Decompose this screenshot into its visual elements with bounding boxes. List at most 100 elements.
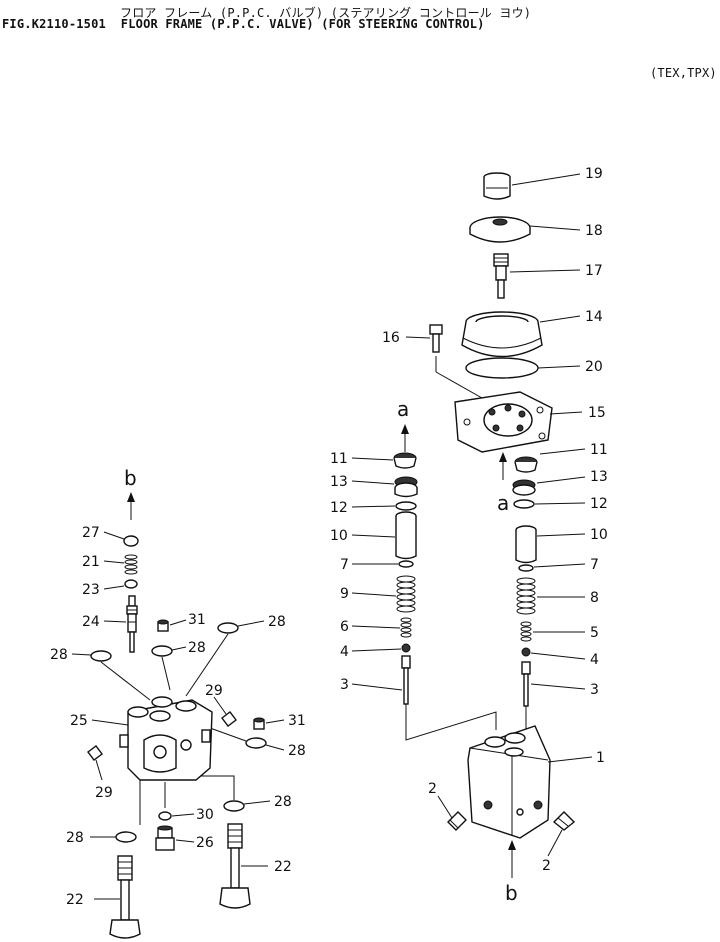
figure-title: FIG.K2110-1501 FLOOR FRAME (P.P.C. VALVE… — [2, 17, 485, 31]
callout-7-left: 7 — [340, 557, 349, 573]
callout-7-right: 7 — [590, 557, 599, 573]
callout-29-right: 29 — [205, 683, 223, 699]
part-28-o-ring-c — [90, 650, 112, 662]
part-21-spring — [124, 554, 138, 575]
callout-28-f: 28 — [66, 830, 84, 846]
callout-5: 5 — [590, 625, 599, 641]
part-27-o-ring — [123, 535, 139, 547]
part-26-plug — [155, 825, 175, 851]
callout-19: 19 — [585, 166, 603, 182]
part-7-left — [398, 560, 414, 568]
arrow-b-bottom: b — [505, 881, 518, 905]
part-18-plate — [469, 216, 531, 243]
callout-13-left: 13 — [330, 474, 348, 490]
callout-4-right: 4 — [590, 652, 599, 668]
part-14-boot — [461, 311, 543, 358]
callout-10-left: 10 — [330, 528, 348, 544]
callout-28-c: 28 — [50, 647, 68, 663]
callout-13-right: 13 — [590, 469, 608, 485]
callout-6: 6 — [340, 619, 349, 635]
part-28-o-ring-d — [245, 737, 267, 749]
part-2-plug-left — [447, 811, 467, 831]
japanese-title: フロア フレーム (P.P.C. バルブ) (ステアリング コントロール ヨウ) — [120, 6, 532, 20]
part-7-right — [518, 564, 534, 572]
part-12-right — [513, 499, 535, 509]
part-20-o-ring — [465, 357, 539, 379]
callout-20: 20 — [585, 359, 603, 375]
callout-28-e: 28 — [274, 794, 292, 810]
part-31-plug-top — [157, 619, 169, 632]
part-28-o-ring-b — [151, 645, 173, 657]
callout-17: 17 — [585, 263, 603, 279]
part-11-right — [514, 456, 538, 473]
part-8-spring — [516, 577, 536, 615]
callout-11-left: 11 — [330, 451, 348, 467]
callout-22-right: 22 — [274, 859, 292, 875]
callout-31-right: 31 — [288, 713, 306, 729]
part-2-plug-right — [552, 811, 576, 831]
callout-26: 26 — [196, 835, 214, 851]
part-4-right — [521, 647, 531, 657]
callout-16: 16 — [382, 330, 400, 346]
callout-11-right: 11 — [590, 442, 608, 458]
part-29-plug-left — [87, 745, 103, 761]
callout-27: 27 — [82, 525, 100, 541]
part-9-spring — [396, 575, 416, 613]
callout-24: 24 — [82, 614, 100, 630]
part-13-left — [394, 476, 418, 498]
callout-28-d: 28 — [288, 743, 306, 759]
part-28-o-ring-f — [115, 831, 137, 843]
part-22-tube-right — [219, 823, 251, 909]
callout-2-right: 2 — [542, 858, 551, 874]
callout-10-right: 10 — [590, 527, 608, 543]
part-31-plug-right — [253, 717, 265, 730]
callout-22-left: 22 — [66, 892, 84, 908]
arrow-a-mid: a — [497, 491, 509, 515]
callout-1: 1 — [596, 750, 605, 766]
callout-25: 25 — [70, 713, 88, 729]
part-4-left — [401, 643, 411, 653]
part-30-seal — [158, 811, 172, 821]
part-5-spring — [520, 621, 532, 642]
part-25-valve-body — [119, 696, 213, 781]
part-12-left — [395, 501, 417, 511]
part-19-plug — [483, 172, 511, 200]
arrow-a-top: a — [397, 397, 409, 421]
callout-3-left: 3 — [340, 677, 349, 693]
callout-9: 9 — [340, 586, 349, 602]
part-10-left — [395, 511, 417, 560]
model-variant: (TEX,TPX) — [650, 66, 717, 80]
callout-31-top: 31 — [188, 612, 206, 628]
part-17-rod — [493, 253, 509, 299]
callout-2-left: 2 — [428, 781, 437, 797]
part-13-right — [512, 479, 536, 496]
part-6-spring — [400, 617, 412, 638]
part-29-plug-right — [221, 711, 237, 727]
callout-21: 21 — [82, 554, 100, 570]
callout-18: 18 — [585, 223, 603, 239]
part-22-tube-left — [109, 855, 141, 939]
part-1-valve-body — [467, 725, 551, 839]
part-28-o-ring-e — [223, 800, 245, 812]
part-3-right — [521, 661, 531, 707]
arrow-b-left: b — [124, 466, 137, 490]
callout-12-left: 12 — [330, 500, 348, 516]
callout-23: 23 — [82, 582, 100, 598]
part-28-o-ring-a — [217, 622, 239, 634]
part-23-seal — [124, 579, 138, 589]
callout-3-right: 3 — [590, 682, 599, 698]
part-10-right — [515, 525, 537, 564]
callout-14: 14 — [585, 309, 603, 325]
part-15-plate — [454, 391, 553, 453]
callout-28-a: 28 — [268, 614, 286, 630]
callout-29-left: 29 — [95, 785, 113, 801]
callout-15: 15 — [588, 405, 606, 421]
callout-12-right: 12 — [590, 496, 608, 512]
part-11-left — [393, 452, 417, 469]
callout-8: 8 — [590, 590, 599, 606]
part-24-spool — [126, 595, 138, 653]
callout-28-b: 28 — [188, 640, 206, 656]
callout-30: 30 — [196, 807, 214, 823]
part-16-bolt — [429, 324, 443, 353]
